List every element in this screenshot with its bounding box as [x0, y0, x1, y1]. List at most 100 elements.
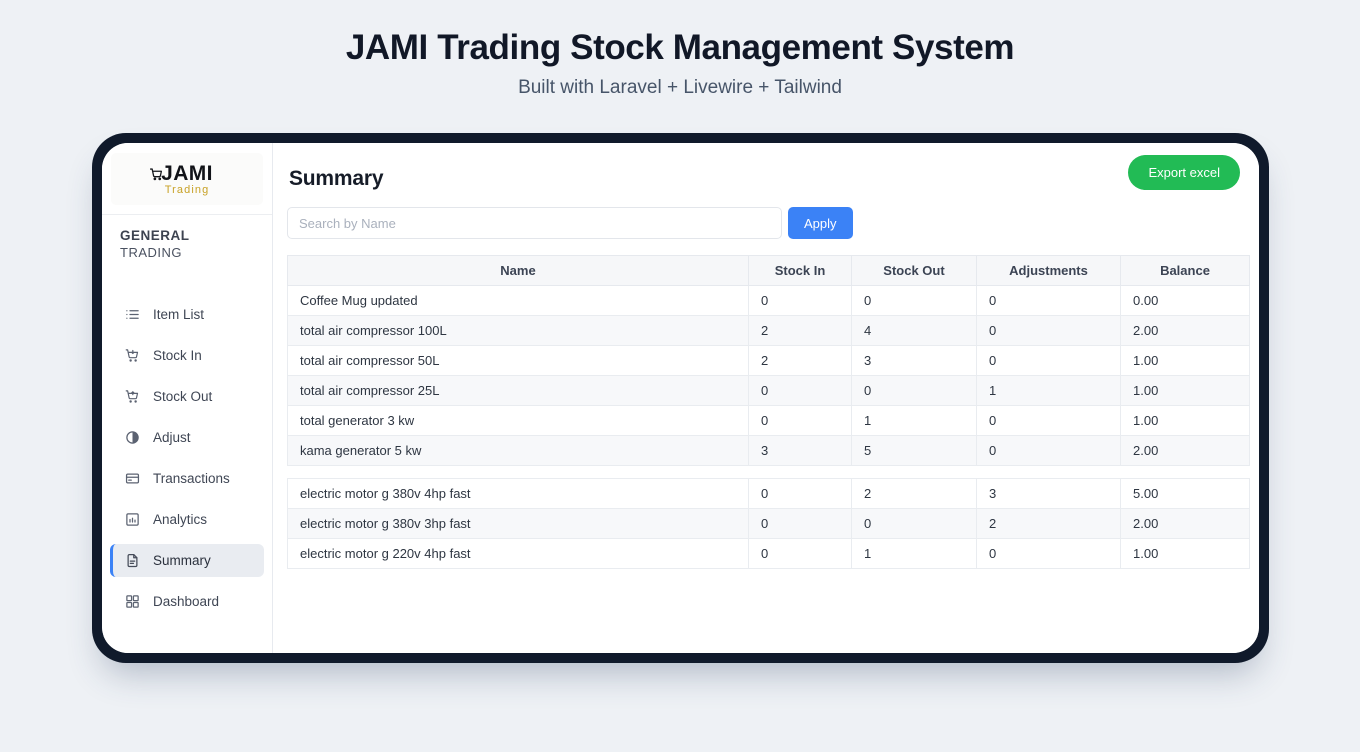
cell-adjustments: 0	[976, 538, 1121, 569]
cell-adjustments: 3	[976, 478, 1121, 509]
logo-text: JAMI	[150, 163, 213, 184]
brand-line-1: GENERAL	[120, 228, 190, 243]
sidebar-item-item-list[interactable]: Item List	[110, 298, 264, 331]
sidebar-item-label: Analytics	[153, 512, 208, 528]
page-subtitle: Built with Laravel + Livewire + Tailwind	[518, 77, 842, 99]
document-icon	[127, 554, 138, 568]
device-bezel: JAMI Trading GENERAL TRADING Item List	[92, 133, 1269, 663]
page-header: JAMI Trading Stock Management System Bui…	[0, 0, 1360, 99]
summary-table: Name Stock In Stock Out Adjustments Bala…	[287, 255, 1250, 569]
table-spacer-cell	[287, 465, 1250, 479]
sidebar-item-stock-out[interactable]: Stock Out	[110, 380, 264, 413]
cell-adjustments: 0	[976, 315, 1121, 346]
sidebar-item-label: Item List	[153, 307, 205, 323]
sidebar-item-dashboard[interactable]: Dashboard	[110, 585, 264, 618]
cart-in-icon	[125, 349, 139, 362]
column-header-adjustments[interactable]: Adjustments	[976, 255, 1121, 286]
table-head: Name Stock In Stock Out Adjustments Bala…	[287, 255, 1250, 286]
cell-adjustments: 0	[976, 345, 1121, 376]
sidebar-item-summary[interactable]: Summary	[110, 544, 264, 578]
cell-name: total air compressor 100L	[287, 315, 749, 346]
cell-stock-out: 0	[851, 285, 977, 316]
apply-button[interactable]: Apply	[788, 207, 853, 239]
cell-name: total air compressor 50L	[287, 345, 749, 376]
export-excel-button[interactable]: Export excel	[1128, 155, 1240, 190]
brand-block: GENERAL TRADING	[102, 215, 272, 261]
cell-balance: 1.00	[1120, 345, 1250, 376]
sidebar-item-transactions[interactable]: Transactions	[110, 462, 264, 495]
cell-stock-in: 2	[748, 315, 852, 346]
cell-name: electric motor g 380v 4hp fast	[287, 478, 749, 509]
brand-line-2: TRADING	[120, 244, 182, 260]
cell-name: electric motor g 220v 4hp fast	[287, 538, 749, 569]
cell-stock-out: 5	[851, 435, 977, 466]
cell-name: total air compressor 25L	[287, 375, 749, 406]
sidebar-item-label: Summary	[153, 553, 211, 569]
sidebar-divider	[102, 214, 272, 215]
card-icon	[125, 473, 140, 484]
cell-name: kama generator 5 kw	[287, 435, 749, 466]
cell-balance: 0.00	[1120, 285, 1250, 316]
shopping-cart-icon	[150, 167, 163, 180]
sidebar-item-stock-in[interactable]: Stock In	[110, 339, 264, 372]
sidebar-item-label: Transactions	[153, 471, 230, 487]
cell-adjustments: 1	[976, 375, 1121, 406]
cell-balance: 2.00	[1120, 508, 1250, 539]
main-toolbar: Summary Export excel	[287, 155, 1240, 191]
page-title: JAMI Trading Stock Management System	[345, 28, 1015, 67]
table-spacer-row	[287, 465, 1250, 479]
cell-balance: 2.00	[1120, 435, 1250, 466]
app-logo[interactable]: JAMI Trading	[111, 153, 263, 205]
cell-balance: 1.00	[1120, 538, 1250, 569]
cell-name: Coffee Mug updated	[287, 285, 749, 316]
sidebar: JAMI Trading GENERAL TRADING Item List	[102, 143, 273, 653]
cell-adjustments: 0	[976, 405, 1121, 436]
cell-stock-out: 3	[851, 345, 977, 376]
cell-adjustments: 0	[976, 285, 1121, 316]
sidebar-item-label: Adjust	[153, 430, 191, 446]
cell-stock-out: 2	[851, 478, 977, 509]
search-input[interactable]	[287, 207, 782, 239]
cell-adjustments: 2	[976, 508, 1121, 539]
cell-stock-in: 0	[748, 508, 852, 539]
column-header-stock-in[interactable]: Stock In	[748, 255, 852, 286]
cell-stock-in: 0	[748, 478, 852, 509]
column-header-name[interactable]: Name	[287, 255, 749, 286]
grid-icon	[126, 595, 139, 608]
column-header-balance[interactable]: Balance	[1120, 255, 1250, 286]
sidebar-item-analytics[interactable]: Analytics	[110, 503, 264, 536]
section-title: Summary	[289, 167, 384, 190]
logo-sub-label: Trading	[164, 183, 210, 196]
cell-stock-in: 0	[748, 405, 852, 436]
list-icon	[126, 310, 139, 319]
column-header-stock-out[interactable]: Stock Out	[851, 255, 977, 286]
cell-stock-out: 4	[851, 315, 977, 346]
cell-stock-in: 0	[748, 538, 852, 569]
contrast-icon	[126, 431, 139, 444]
sidebar-item-adjust[interactable]: Adjust	[110, 421, 264, 454]
sidebar-nav: Item List Stock In	[102, 298, 272, 626]
cell-adjustments: 0	[976, 435, 1121, 466]
cell-balance: 2.00	[1120, 315, 1250, 346]
cell-stock-out: 1	[851, 538, 977, 569]
cell-stock-in: 2	[748, 345, 852, 376]
app-window: JAMI Trading GENERAL TRADING Item List	[102, 143, 1259, 653]
cell-stock-in: 0	[748, 285, 852, 316]
sidebar-item-label: Stock Out	[153, 389, 213, 405]
cell-balance: 1.00	[1120, 375, 1250, 406]
cell-stock-in: 0	[748, 375, 852, 406]
cell-name: electric motor g 380v 3hp fast	[287, 508, 749, 539]
table-header-row: Name Stock In Stock Out Adjustments Bala…	[287, 255, 1250, 286]
cell-stock-out: 0	[851, 375, 977, 406]
bar-chart-icon	[126, 513, 139, 526]
